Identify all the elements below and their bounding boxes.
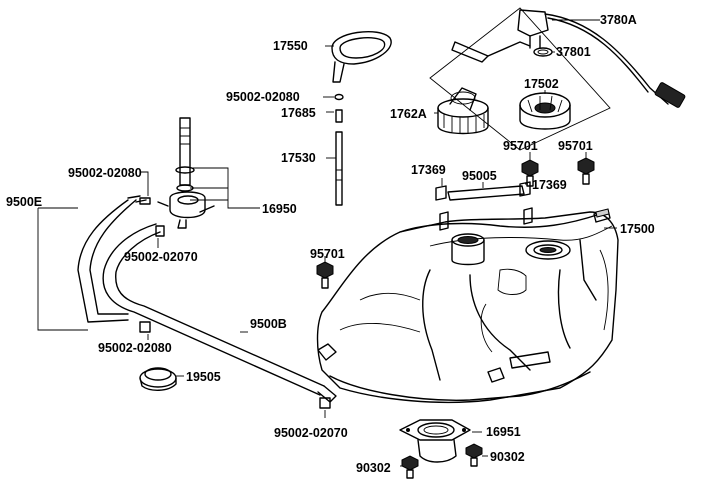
- breather-tube-95005: [447, 185, 525, 201]
- bolt-90302-a: [401, 455, 419, 479]
- clip-95002-02080-top: [334, 93, 344, 101]
- label-17369-a: 17369: [411, 163, 446, 177]
- fuel-cap: [437, 87, 489, 135]
- bracket-16951: [399, 419, 471, 463]
- clip-95002-02080-mid: [139, 197, 151, 205]
- label-16950: 16950: [262, 202, 297, 216]
- drain-tube-17685: [335, 109, 343, 123]
- bolt-90302-b: [465, 443, 483, 467]
- filler-neck-rubber: [331, 31, 392, 83]
- label-17530: 17530: [281, 151, 316, 165]
- fuel-tank: [316, 207, 619, 404]
- label-16951: 16951: [486, 425, 521, 439]
- bolt-95701-b: [577, 157, 595, 185]
- clamp-17369-b: [519, 181, 531, 197]
- label-9500b: 9500B: [250, 317, 287, 331]
- clamp-17369-a: [435, 185, 447, 201]
- drain-tube-17530: [335, 131, 343, 206]
- hose-9500b: [102, 223, 337, 403]
- label-95701-b: 95701: [558, 139, 593, 153]
- label-19505: 19505: [186, 370, 221, 384]
- label-95701-a: 95701: [503, 139, 538, 153]
- label-95002-02070-lower: 95002-02070: [274, 426, 348, 440]
- label-17502: 17502: [524, 77, 559, 91]
- clip-95002-02070-upper: [155, 225, 165, 237]
- clip-95002-02070-lower: [319, 397, 331, 409]
- leader-lines: [37, 19, 617, 467]
- label-95701-c: 95701: [310, 247, 345, 261]
- label-90302-a: 90302: [356, 461, 391, 475]
- label-95002-02080-top: 95002-02080: [226, 90, 300, 104]
- fuel-sender-unit: [429, 7, 686, 151]
- hose-clamp-19505: [139, 367, 177, 391]
- label-9500e: 9500E: [6, 195, 42, 209]
- label-3780a: 3780A: [600, 13, 637, 27]
- label-17500: 17500: [620, 222, 655, 236]
- label-17369-b: 17369: [532, 178, 567, 192]
- hose-9500e: [77, 195, 147, 323]
- label-95002-02080-mid: 95002-02080: [68, 166, 142, 180]
- clip-95002-02080-lower: [139, 321, 151, 333]
- label-17550: 17550: [273, 39, 308, 53]
- cap-ring: [519, 92, 571, 130]
- bolt-95701-c: [316, 261, 334, 289]
- fuel-cock: [157, 117, 215, 229]
- label-17685: 17685: [281, 106, 316, 120]
- label-95005: 95005: [462, 169, 497, 183]
- label-95002-02080-lower: 95002-02080: [98, 341, 172, 355]
- label-37801: 37801: [556, 45, 591, 59]
- label-90302-b: 90302: [490, 450, 525, 464]
- label-1762a: 1762A: [390, 107, 427, 121]
- label-95002-02070-upper: 95002-02070: [124, 250, 198, 264]
